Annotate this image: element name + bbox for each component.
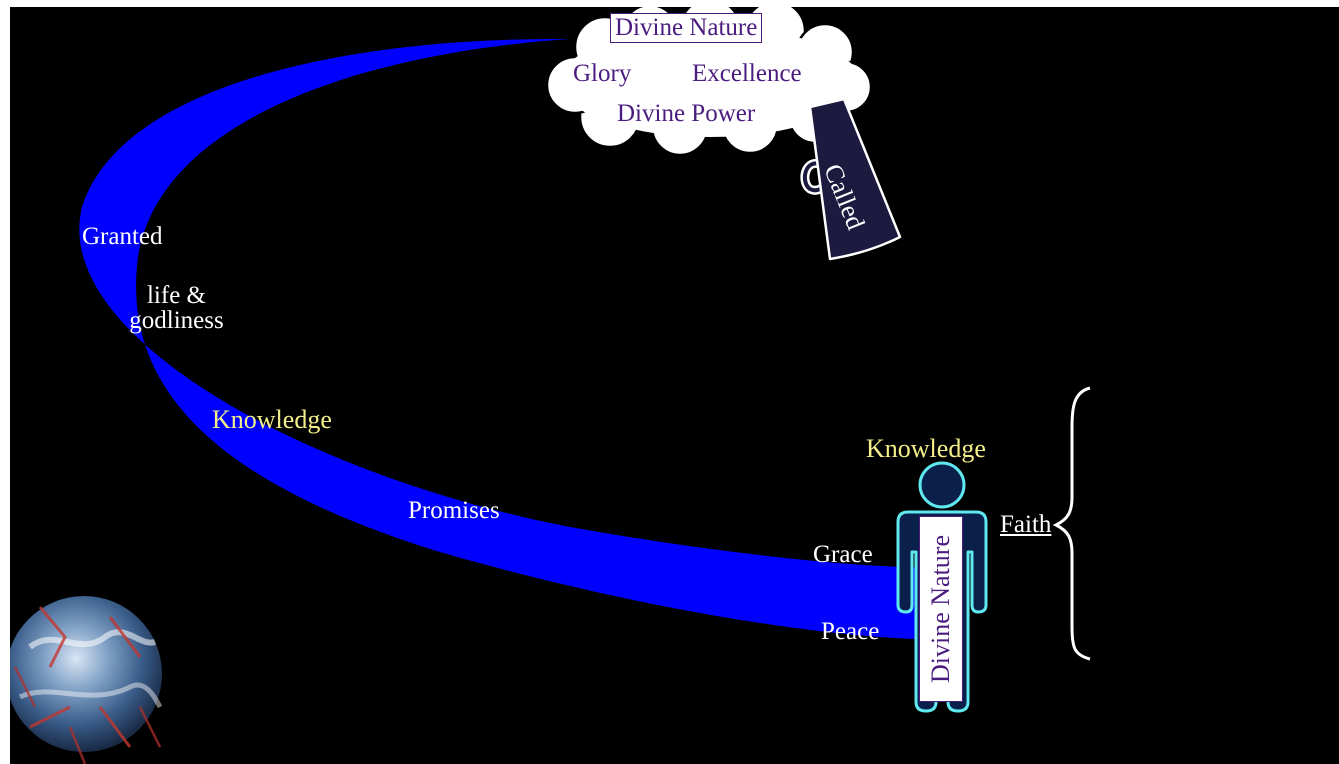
divine-nature-body-label: Divine Nature xyxy=(926,534,956,684)
godliness-line: godliness xyxy=(129,307,224,334)
granted-label: Granted xyxy=(82,223,163,250)
slide-canvas: Divine Nature Glory Excellence Divine Po… xyxy=(10,7,1339,764)
earth-icon xyxy=(10,596,163,764)
divine-nature-body-box: Divine Nature xyxy=(919,516,963,702)
excellence-label: Excellence xyxy=(692,60,802,87)
promises-label: Promises xyxy=(408,497,500,524)
megaphone-icon xyxy=(800,97,902,261)
life-line: life & xyxy=(146,282,206,309)
grace-label: Grace xyxy=(813,541,873,568)
peace-label: Peace xyxy=(821,618,880,645)
divine-power-label: Divine Power xyxy=(617,100,756,127)
knowledge-arc-label: Knowledge xyxy=(212,405,332,434)
glory-label: Glory xyxy=(573,60,632,87)
faith-label: Faith xyxy=(1000,511,1052,538)
brace-icon xyxy=(1052,386,1091,661)
knowledge-head-label: Knowledge xyxy=(866,434,986,463)
divine-nature-title: Divine Nature xyxy=(610,13,763,43)
blessing-arc xyxy=(79,38,916,639)
life-godliness-label: life & godliness xyxy=(114,283,239,333)
